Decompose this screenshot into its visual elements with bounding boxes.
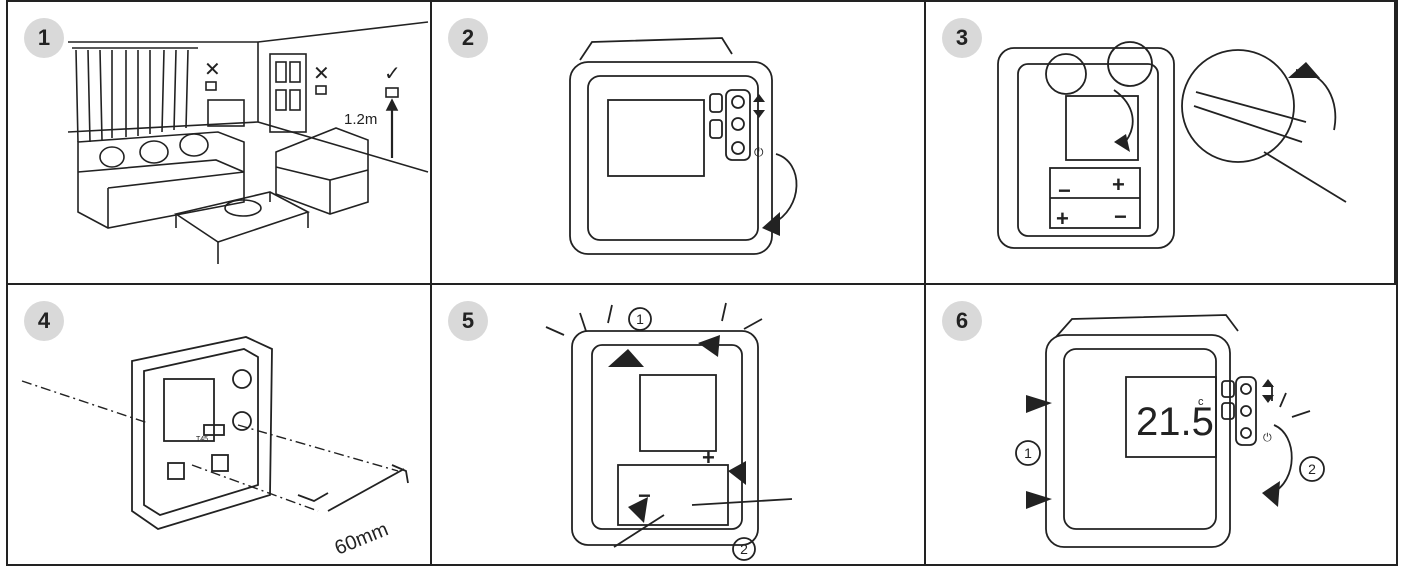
step-panel-5: 5 1 2 − + [432, 285, 926, 564]
step-panel-4: 4 T45 60mm [8, 285, 432, 564]
svg-text:−: − [1058, 178, 1071, 203]
terminal-code-label: T45 [196, 436, 208, 443]
svg-text:+: + [1056, 206, 1069, 231]
step-panel-6: 6 ⏻ 21.5 c 1 2 [926, 285, 1396, 564]
callout-number: 1 [636, 311, 644, 327]
svg-text:+: + [1112, 172, 1125, 197]
screw-spacing-label: 60mm [332, 518, 392, 559]
svg-text:−: − [1114, 204, 1127, 229]
step-panel-3: 3 − + + − [926, 2, 1396, 285]
power-icon: ⏻ [1263, 432, 1272, 444]
power-icon: ⏻ [754, 145, 764, 159]
callout-number: 2 [740, 541, 748, 557]
step-number-badge: 2 [448, 18, 488, 58]
step-number-badge: 4 [24, 301, 64, 341]
room-placement-illustration: ✕ ✕ ✓ 1.2m [67, 21, 429, 264]
callout-number: 2 [1308, 461, 1316, 477]
svg-text:+: + [702, 445, 715, 470]
bad-location-mark: ✕ [313, 63, 330, 85]
bad-location-mark: ✕ [204, 59, 221, 81]
attach-thermostat-illustration: ⏻ 21.5 c 1 2 [1015, 314, 1325, 548]
step-number-badge: 5 [448, 301, 488, 341]
step-number-badge: 6 [942, 301, 982, 341]
step-number-badge: 1 [24, 18, 64, 58]
wall-mount-illustration: T45 60mm [21, 336, 409, 560]
open-cover-illustration: ⏻ [569, 37, 798, 255]
mount-height-label: 1.2m [344, 111, 377, 128]
display-temperature: 21.5 [1136, 400, 1214, 444]
release-clip-illustration: − + + − [997, 41, 1347, 249]
step-number-badge: 3 [942, 18, 982, 58]
instruction-grid: 1 [6, 0, 1398, 566]
insert-batteries-illustration: 1 2 − + [545, 302, 793, 561]
svg-text:−: − [638, 483, 651, 508]
step-panel-1: 1 [8, 2, 432, 285]
display-unit: c [1198, 396, 1204, 408]
good-location-mark: ✓ [384, 63, 401, 85]
step-panel-2: 2 ⏻ [432, 2, 926, 285]
callout-number: 1 [1024, 445, 1032, 461]
